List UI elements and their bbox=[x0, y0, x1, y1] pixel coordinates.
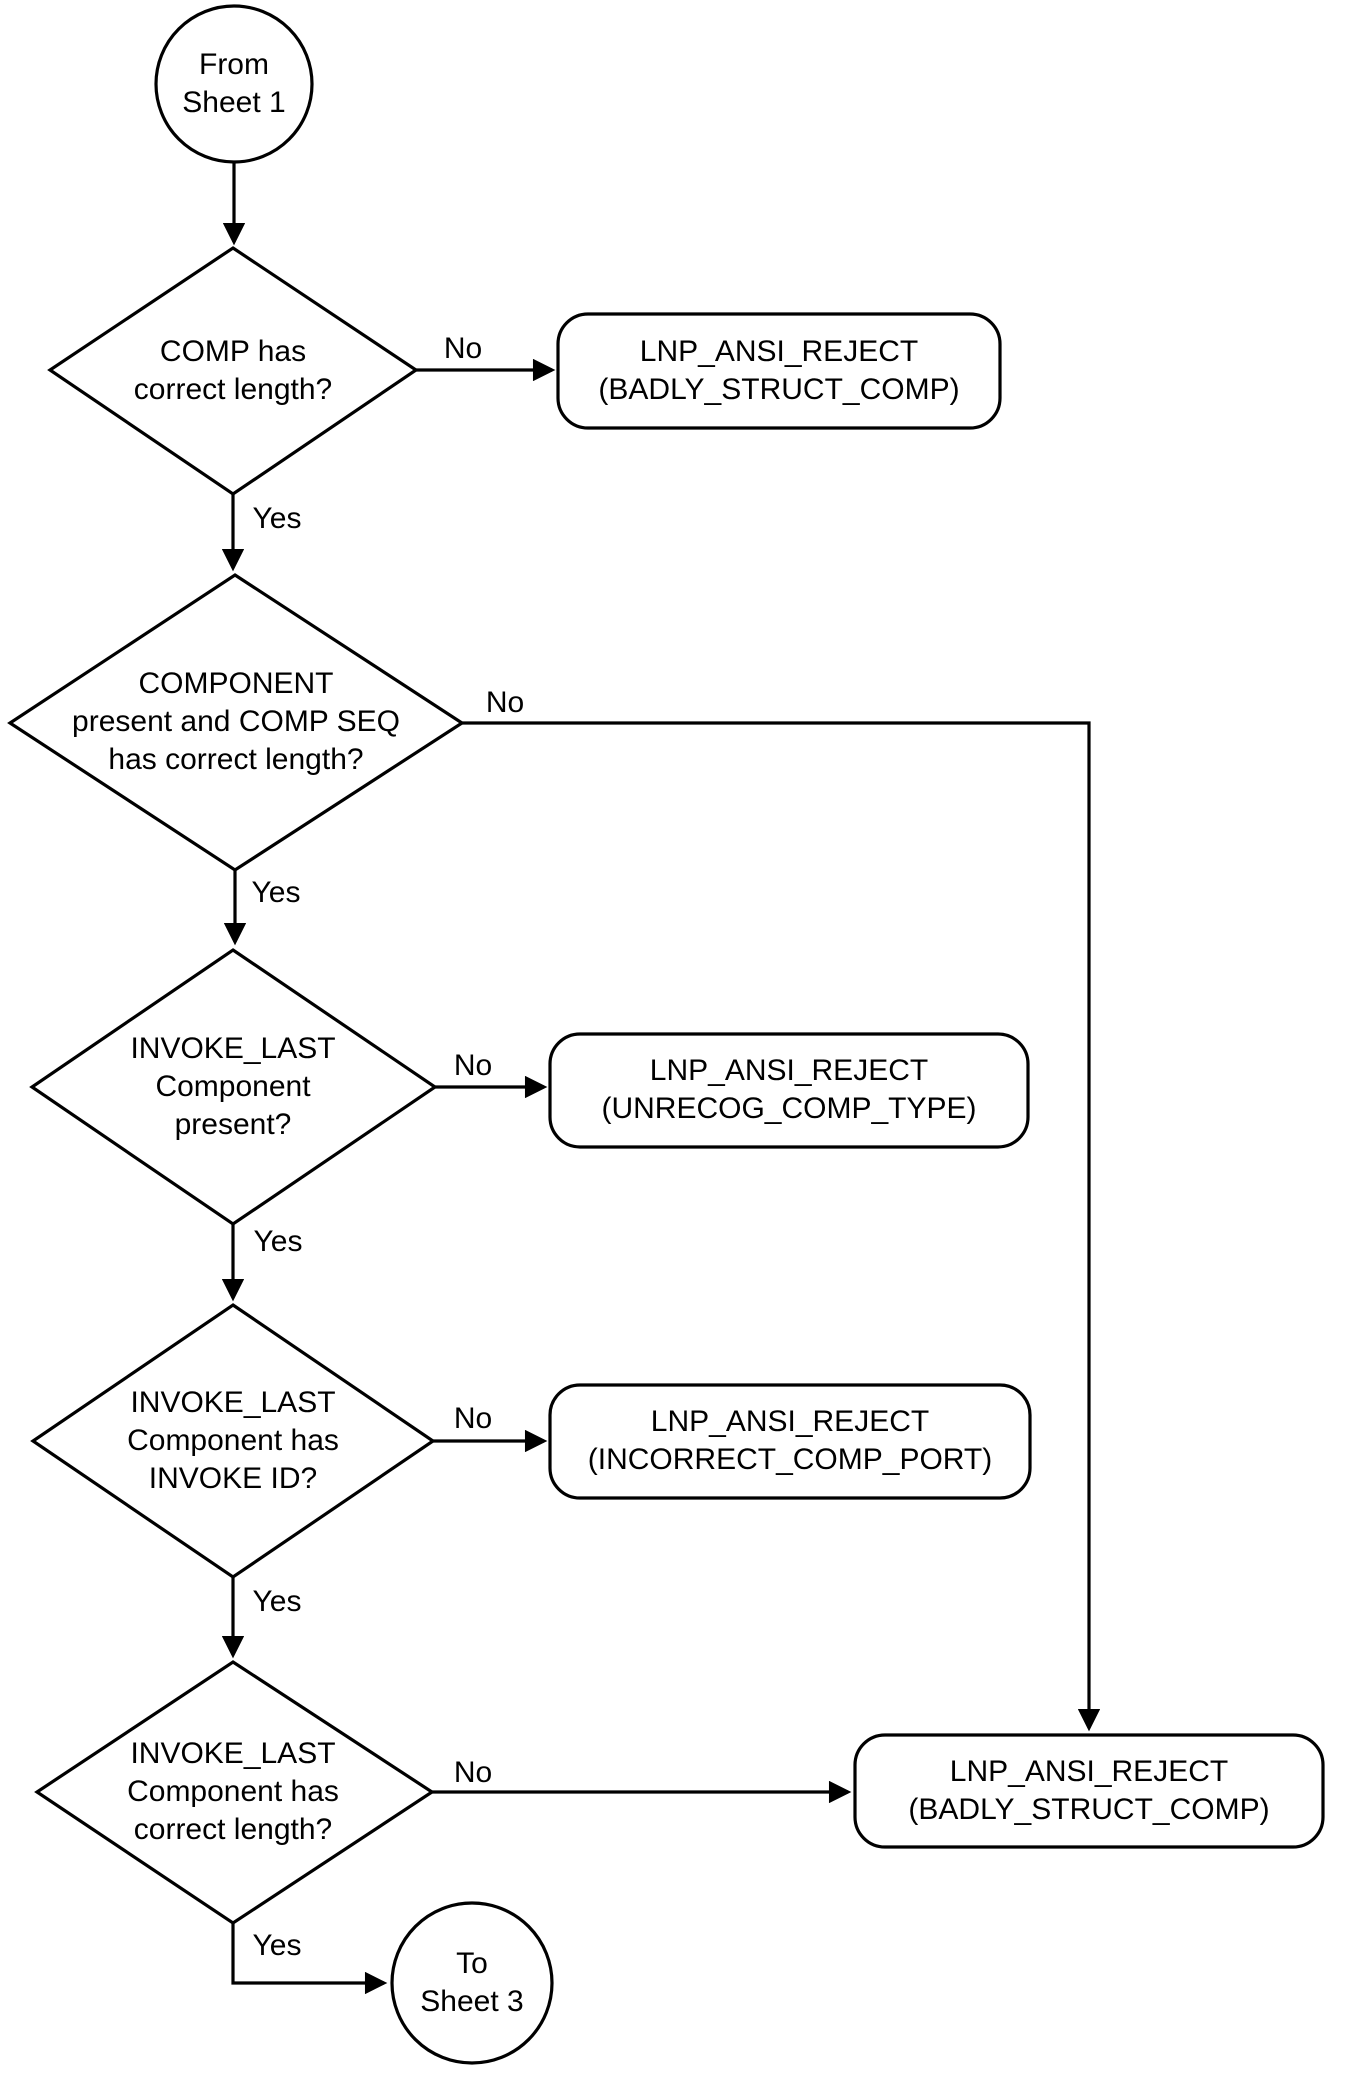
edge-label-d4-yes: Yes bbox=[252, 1585, 302, 1618]
edge-label-d2-no: No bbox=[485, 686, 525, 719]
reject-4-label: LNP_ANSI_REJECT (BADLY_STRUCT_COMP) bbox=[908, 1755, 1270, 1826]
decision-1-shape bbox=[47, 246, 419, 496]
reject-1-shape bbox=[556, 312, 1002, 430]
edge-label-d5-yes: Yes bbox=[252, 1929, 302, 1962]
reject-2-shape bbox=[548, 1032, 1030, 1149]
decision-5-label: INVOKE_LAST Component has correct length… bbox=[127, 1737, 339, 1846]
decision-1-label: COMP has correct length? bbox=[133, 335, 333, 406]
edge-label-d1-yes: Yes bbox=[252, 502, 302, 535]
decision-2-label: COMPONENT present and COMP SEQ has corre… bbox=[72, 667, 400, 776]
arrow-d2-no-to-r4 bbox=[462, 721, 1101, 1732]
edge-label-d3-yes: Yes bbox=[253, 1225, 303, 1258]
decision-3-label: INVOKE_LAST Component present? bbox=[130, 1032, 336, 1141]
decision-5-shape bbox=[34, 1660, 435, 1925]
end-connector-shape bbox=[390, 1901, 554, 2065]
start-connector-label: From Sheet 1 bbox=[182, 48, 286, 119]
edge-label-d1-no: No bbox=[443, 332, 483, 365]
edge-label-d3-no: No bbox=[453, 1049, 493, 1082]
reject-3-label: LNP_ANSI_REJECT (INCORRECT_COMP_PORT) bbox=[587, 1405, 993, 1476]
end-connector-label: To Sheet 3 bbox=[420, 1947, 524, 2018]
reject-2-label: LNP_ANSI_REJECT (UNRECOG_COMP_TYPE) bbox=[601, 1054, 977, 1125]
arrow-d5-yes-to-end bbox=[231, 1923, 388, 1995]
edge-label-d2-yes: Yes bbox=[251, 876, 301, 909]
reject-4-shape bbox=[853, 1733, 1325, 1849]
decision-4-shape bbox=[30, 1303, 436, 1579]
reject-1-label: LNP_ANSI_REJECT (BADLY_STRUCT_COMP) bbox=[598, 335, 960, 406]
decision-4-label: INVOKE_LAST Component has INVOKE ID? bbox=[127, 1386, 339, 1495]
decision-3-shape bbox=[29, 948, 438, 1226]
reject-3-shape bbox=[548, 1383, 1032, 1500]
edge-label-d5-no: No bbox=[453, 1756, 493, 1789]
start-connector-shape bbox=[154, 4, 314, 164]
edge-label-d4-no: No bbox=[453, 1402, 493, 1435]
decision-2-shape bbox=[7, 573, 465, 872]
